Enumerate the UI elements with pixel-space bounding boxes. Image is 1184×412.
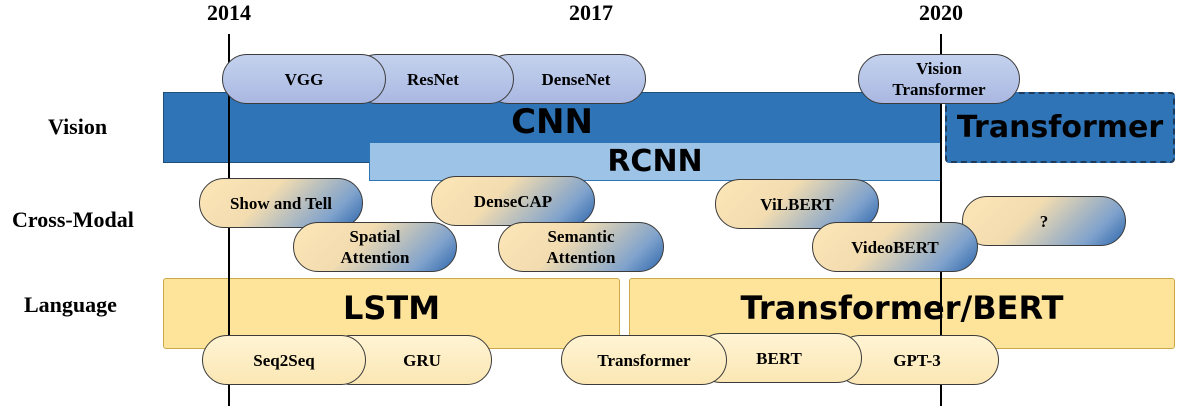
pill-vilbert-label: ViLBERT <box>760 194 834 214</box>
pill-spatial-attention-label: Spatial Attention <box>340 227 410 267</box>
pill-semantic-attention: Semantic Attention <box>498 222 664 272</box>
cnn-label: CNN <box>511 101 593 142</box>
pill-unknown-label: ? <box>1039 211 1049 231</box>
pill-spatial-attention: Spatial Attention <box>293 222 457 272</box>
lstm-label: LSTM <box>342 288 441 327</box>
pill-videobert-label: VideoBERT <box>851 237 939 257</box>
pill-bert: BERT <box>696 333 862 383</box>
pill-vgg-label: VGG <box>284 69 324 89</box>
pill-videobert: VideoBERT <box>812 222 978 272</box>
pill-vilbert: ViLBERT <box>715 179 879 229</box>
pill-gru-label: GRU <box>403 350 441 370</box>
timeline-line-2020 <box>940 34 942 406</box>
pill-transformer-label: Transformer <box>597 350 691 370</box>
row-label-vision: Vision <box>48 114 108 139</box>
pill-densecap-label: DenseCAP <box>473 191 553 211</box>
pill-gpt3: GPT-3 <box>835 335 999 385</box>
pill-transformer: Transformer <box>561 335 727 385</box>
transformer-vision-label: Transformer <box>956 110 1164 145</box>
row-label-cross-modal: Cross-Modal <box>12 207 134 232</box>
pill-gpt3-label: GPT-3 <box>893 350 941 370</box>
pill-vgg: VGG <box>222 54 386 104</box>
pill-semantic-attention-label: Semantic Attention <box>546 227 616 267</box>
rcnn-band: RCNN <box>369 142 941 181</box>
pill-bert-label: BERT <box>756 348 802 368</box>
pill-resnet-label: ResNet <box>407 69 459 89</box>
pill-densenet-label: DenseNet <box>541 69 611 89</box>
pill-seq2seq: Seq2Seq <box>202 335 366 385</box>
pill-unknown: ? <box>962 196 1126 246</box>
pill-seq2seq-label: Seq2Seq <box>253 350 315 370</box>
pill-densecap: DenseCAP <box>431 176 595 226</box>
year-2020: 2020 <box>919 0 963 25</box>
pill-vision-transformer: Vision Transformer <box>858 54 1020 104</box>
pill-vision-transformer-label: Vision Transformer <box>892 59 986 99</box>
pill-show-and-tell: Show and Tell <box>199 178 363 228</box>
row-label-language: Language <box>24 292 117 317</box>
transformer-bert-label: Transformer/BERT <box>740 288 1064 327</box>
pill-show-and-tell-label: Show and Tell <box>229 193 333 213</box>
year-2014: 2014 <box>207 0 251 25</box>
year-2017: 2017 <box>569 0 613 25</box>
rcnn-label: RCNN <box>607 144 703 179</box>
